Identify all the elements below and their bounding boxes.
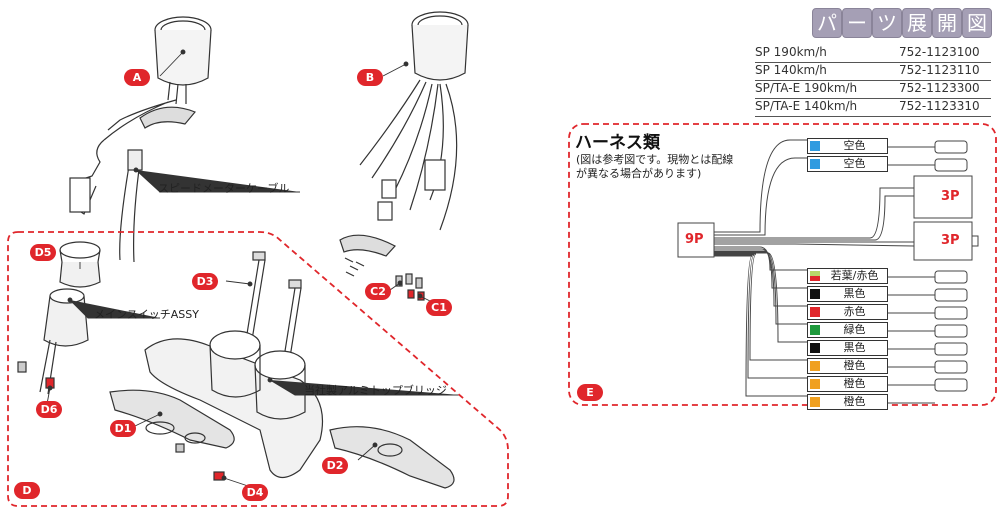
wire-color-swatch — [810, 141, 820, 151]
wire-color-name: 赤色 — [843, 305, 866, 318]
wire-label: 空色 — [807, 156, 888, 172]
top-bridge-label: 当社製アルミトップブリッジ — [304, 384, 447, 397]
wire-label: 緑色 — [807, 322, 888, 338]
wire-color-name: 黒色 — [843, 287, 866, 300]
callout-d4: D4 — [242, 484, 268, 501]
harness-wiring — [677, 139, 979, 404]
connector-3p-a: 3P — [941, 189, 960, 204]
title-char-5: 開 — [932, 8, 962, 38]
wire-label: 若葉/赤色 — [807, 268, 888, 284]
callout-d2: D2 — [322, 457, 348, 474]
harness-title: ハーネス類 — [575, 133, 660, 153]
d-section-frame — [7, 231, 509, 507]
main-switch-label: メインスイッチASSY — [94, 308, 199, 321]
callout-b: B — [357, 69, 383, 86]
wire-color-swatch — [810, 343, 820, 353]
title-char-3: ツ — [872, 8, 902, 38]
wire-color-swatch — [810, 159, 820, 169]
wire-color-name: 若葉/赤色 — [830, 269, 879, 282]
model-code: 752-1123100 — [899, 45, 980, 59]
harness-note-line2: が異なる場合があります) — [576, 167, 702, 180]
title-char-2: ー — [842, 8, 872, 38]
callout-d1: D1 — [110, 420, 136, 437]
title-char-4: 展 — [902, 8, 932, 38]
callout-d3: D3 — [192, 273, 218, 290]
wire-color-swatch — [810, 325, 820, 335]
wire-label: 橙色 — [807, 376, 888, 392]
callout-d6: D6 — [36, 401, 62, 418]
callout-c1: C1 — [426, 299, 452, 316]
wire-label: 橙色 — [807, 394, 888, 410]
wire-label: 空色 — [807, 138, 888, 154]
model-row: SP/TA-E 140km/h 752-1123310 — [755, 99, 991, 117]
callout-c2: C2 — [365, 283, 391, 300]
d-section-drawing — [17, 241, 455, 489]
model-code: 752-1123300 — [899, 81, 980, 95]
model-name: SP 140km/h — [755, 63, 827, 77]
callout-d5: D5 — [30, 244, 56, 261]
wire-color-name: 黒色 — [843, 341, 866, 354]
wire-color-name: 緑色 — [843, 323, 866, 336]
model-row: SP/TA-E 190km/h 752-1123300 — [755, 81, 991, 99]
wire-color-name: 橙色 — [843, 359, 866, 372]
wire-color-swatch — [810, 271, 820, 281]
wire-color-swatch — [810, 289, 820, 299]
wire-label: 橙色 — [807, 358, 888, 374]
model-code: 752-1123110 — [899, 63, 980, 77]
wire-color-swatch — [810, 307, 820, 317]
connector-9p: 9P — [685, 232, 704, 247]
wire-color-swatch — [810, 379, 820, 389]
callout-d: D — [14, 482, 40, 499]
connector-3p-b: 3P — [941, 233, 960, 248]
wire-label: 赤色 — [807, 304, 888, 320]
wire-label: 黒色 — [807, 340, 888, 356]
wire-color-name: 空色 — [843, 139, 866, 152]
harness-note-line1: (図は参考図です。現物とは配線 — [576, 153, 734, 166]
wire-color-swatch — [810, 361, 820, 371]
model-row: SP 140km/h 752-1123110 — [755, 63, 991, 81]
gauge-b-drawing — [339, 11, 469, 277]
wire-color-name: 橙色 — [843, 395, 866, 408]
wire-color-name: 橙色 — [843, 377, 866, 390]
wire-color-name: 空色 — [843, 157, 866, 170]
model-name: SP/TA-E 140km/h — [755, 99, 858, 113]
model-name: SP 190km/h — [755, 45, 827, 59]
model-name: SP/TA-E 190km/h — [755, 81, 858, 95]
callout-e: E — [577, 384, 603, 401]
title-char-6: 図 — [962, 8, 992, 38]
callout-a: A — [124, 69, 150, 86]
model-row: SP 190km/h 752-1123100 — [755, 45, 991, 63]
wire-label: 黒色 — [807, 286, 888, 302]
model-code: 752-1123310 — [899, 99, 980, 113]
gauge-a-drawing — [69, 16, 212, 263]
title-char-1: パ — [812, 8, 842, 38]
speedometer-cable-label: スピードメーターケーブル — [158, 182, 290, 195]
wire-color-swatch — [810, 397, 820, 407]
harness-frame — [568, 123, 997, 406]
